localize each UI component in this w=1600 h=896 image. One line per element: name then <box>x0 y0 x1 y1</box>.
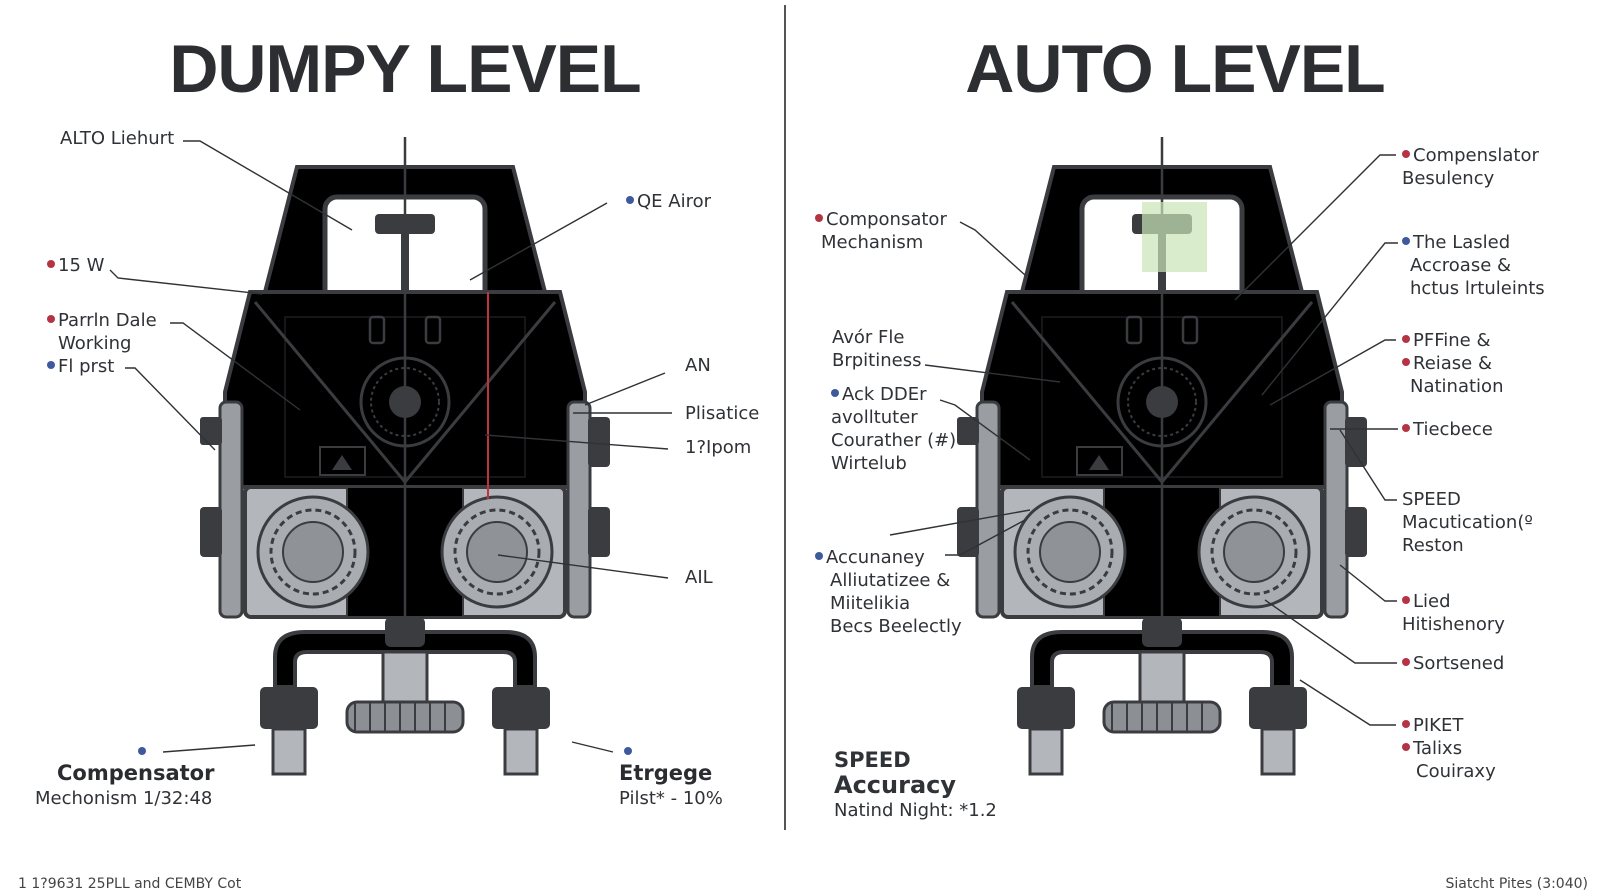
compensator-title: Compensator <box>57 761 215 785</box>
footer-left: 1 1?9631 25PLL and CEMBY Cot <box>18 876 242 892</box>
label-an: AN <box>685 355 711 376</box>
label-ack: Ack DDEr avolltuter Courather (#) Wirtel… <box>831 384 957 474</box>
blue-dot-icon <box>1402 237 1410 245</box>
red-dot-icon <box>1402 658 1410 666</box>
auto-level-title: AUTO LEVEL <box>965 31 1385 107</box>
label-plisatice: Plisatice <box>685 403 760 424</box>
label-compenslator: Compenslator Besulency <box>1402 145 1539 189</box>
label-ail: AIL <box>685 567 713 588</box>
left-marker-dots <box>138 747 632 755</box>
label-accunaney: Accunaney Alliutatizee & Miitelikia Becs… <box>815 546 962 638</box>
red-dot-icon <box>815 214 823 222</box>
footer-right: Siatcht Pites (3:040) <box>1445 876 1589 892</box>
red-dot-icon <box>1402 335 1410 343</box>
label-piket: PIKET Talixs Couiraxy <box>1402 714 1496 783</box>
red-dot-icon <box>47 315 55 323</box>
pilst-subtitle: Pilst* - 10% <box>619 788 723 809</box>
red-dot-icon <box>1402 720 1410 728</box>
left-leader-lines <box>109 140 672 753</box>
blue-dot-icon <box>47 361 55 369</box>
label-sortsened: Sortsened <box>1402 652 1504 675</box>
speed-title: SPEED <box>834 748 911 772</box>
red-dot-icon <box>47 260 55 268</box>
auto-level-drawing <box>957 137 1367 774</box>
dumpy-level-drawing <box>200 137 610 774</box>
red-dot-icon <box>1402 358 1410 366</box>
right-leader-lines <box>889 154 1398 726</box>
label-parrin: Parrln Dale Working Fl prst <box>47 309 157 378</box>
label-pffine: PFFine & Reiase & Natination <box>1402 329 1503 398</box>
label-speed-macut: SPEED Macutication(º Reston <box>1402 489 1533 556</box>
label-componsator-mechanism: Componsator Mechanism <box>815 208 947 254</box>
label-qe: QE Airor <box>626 190 711 213</box>
red-dot-icon <box>1402 596 1410 604</box>
label-alto: ALTO Liehurt <box>60 128 175 149</box>
red-dot-icon <box>1402 150 1410 158</box>
label-tiecbece: Tiecbece <box>1402 418 1493 441</box>
red-dot-icon <box>1402 743 1410 751</box>
red-dot-icon <box>1402 424 1410 432</box>
blue-dot-icon <box>831 389 839 397</box>
label-avor: Avór Fle Brpitiness <box>832 327 922 371</box>
etrgege-title: Etrgege <box>619 761 713 785</box>
accuracy-title: Accuracy <box>834 771 957 799</box>
label-lied: Lied Hitishenory <box>1402 591 1505 635</box>
label-15w: 15 W <box>47 254 104 277</box>
label-lasled: The Lasled Accroase & hctus lrtuleints <box>1402 231 1545 300</box>
blue-dot-icon <box>626 196 634 204</box>
label-ipom: 1?Ipom <box>685 437 752 458</box>
compensator-subtitle: Mechonism 1/32:48 <box>35 788 213 809</box>
dumpy-level-title: DUMPY LEVEL <box>169 31 641 107</box>
blue-dot-icon <box>815 552 823 560</box>
natind-subtitle: Natind Night: *1.2 <box>834 800 997 821</box>
